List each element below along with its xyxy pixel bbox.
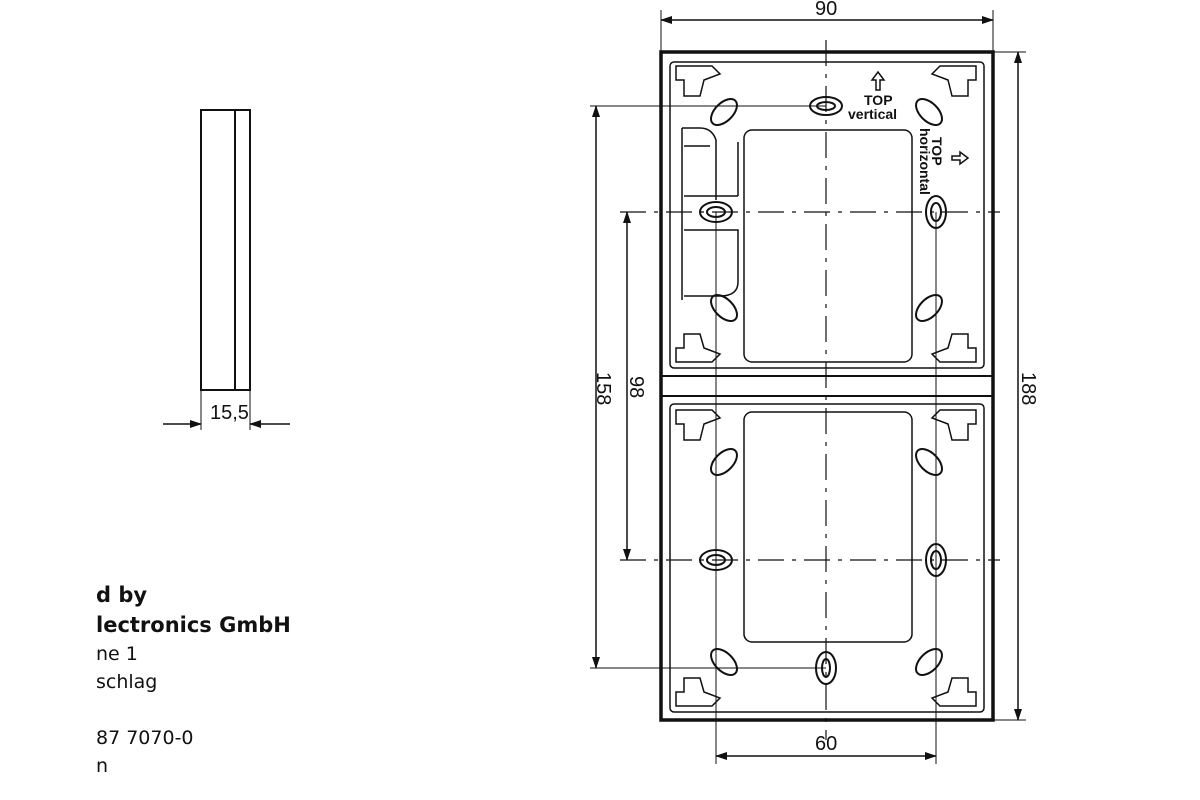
top-horizontal-stamp-word: horizontal bbox=[917, 128, 933, 195]
manufacturer-city: schlag bbox=[96, 671, 158, 693]
manufacturer-phone: 87 7070-0 bbox=[96, 727, 194, 749]
height-outer-left-label: 158 bbox=[592, 372, 614, 405]
side-view bbox=[163, 109, 290, 430]
bottom-width-label: 60 bbox=[815, 733, 837, 755]
manufacturer-company-name: lectronics GmbH bbox=[96, 613, 291, 637]
side-depth-label: 15,5 bbox=[210, 402, 249, 424]
manufacturer-line-1: d by bbox=[96, 583, 148, 607]
manufacturer-spacer bbox=[96, 696, 416, 724]
manufacturer-web: n bbox=[96, 755, 109, 777]
dimension-lines bbox=[592, 16, 1022, 760]
manufacturer-block: d by lectronics GmbH ne 1 schlag 87 7070… bbox=[96, 580, 416, 780]
top-horizontal-stamp-top: TOP bbox=[929, 137, 945, 166]
manufacturer-street: ne 1 bbox=[96, 643, 138, 665]
front-view bbox=[590, 10, 1026, 764]
height-inner-left-label: 98 bbox=[625, 376, 647, 398]
height-right-label: 188 bbox=[1017, 372, 1039, 405]
top-vertical-stamp-word: vertical bbox=[848, 106, 897, 122]
top-width-label: 90 bbox=[815, 0, 837, 20]
top-vertical-stamp-top: TOP bbox=[864, 92, 893, 108]
